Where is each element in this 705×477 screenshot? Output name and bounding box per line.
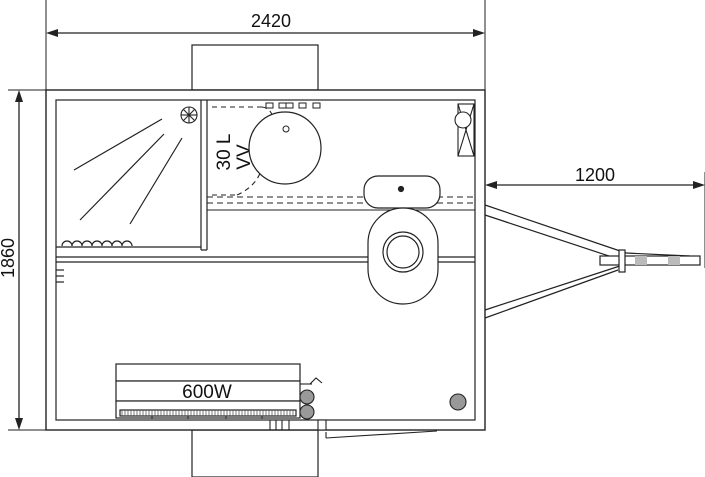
boiler-outline — [212, 106, 274, 196]
door — [269, 419, 438, 439]
drawbar-dimension-label: 1200 — [575, 165, 615, 185]
height-dimension — [8, 89, 46, 431]
vent-icon — [454, 103, 475, 157]
height-dimension-label: 1860 — [0, 238, 18, 278]
towbar — [484, 204, 701, 319]
toilet — [363, 175, 441, 305]
floor-drain — [449, 393, 467, 411]
fan-icon — [180, 106, 198, 124]
washbasin-drain — [282, 125, 290, 133]
bottom-step-box — [191, 429, 319, 477]
shower-cubicle — [56, 100, 208, 251]
width-dimension-label: 2420 — [251, 11, 291, 31]
top-step-box — [191, 44, 319, 91]
drawbar-dimension — [485, 172, 705, 268]
heater — [115, 363, 301, 419]
heater-valves — [299, 377, 323, 420]
heater-power-label: 600W — [182, 382, 232, 403]
boiler-volume-label: 30 L — [214, 134, 235, 171]
washbasin — [248, 111, 322, 185]
heater-grille — [121, 410, 294, 419]
inner-wall — [55, 99, 476, 421]
outlet-boxes — [265, 102, 321, 109]
